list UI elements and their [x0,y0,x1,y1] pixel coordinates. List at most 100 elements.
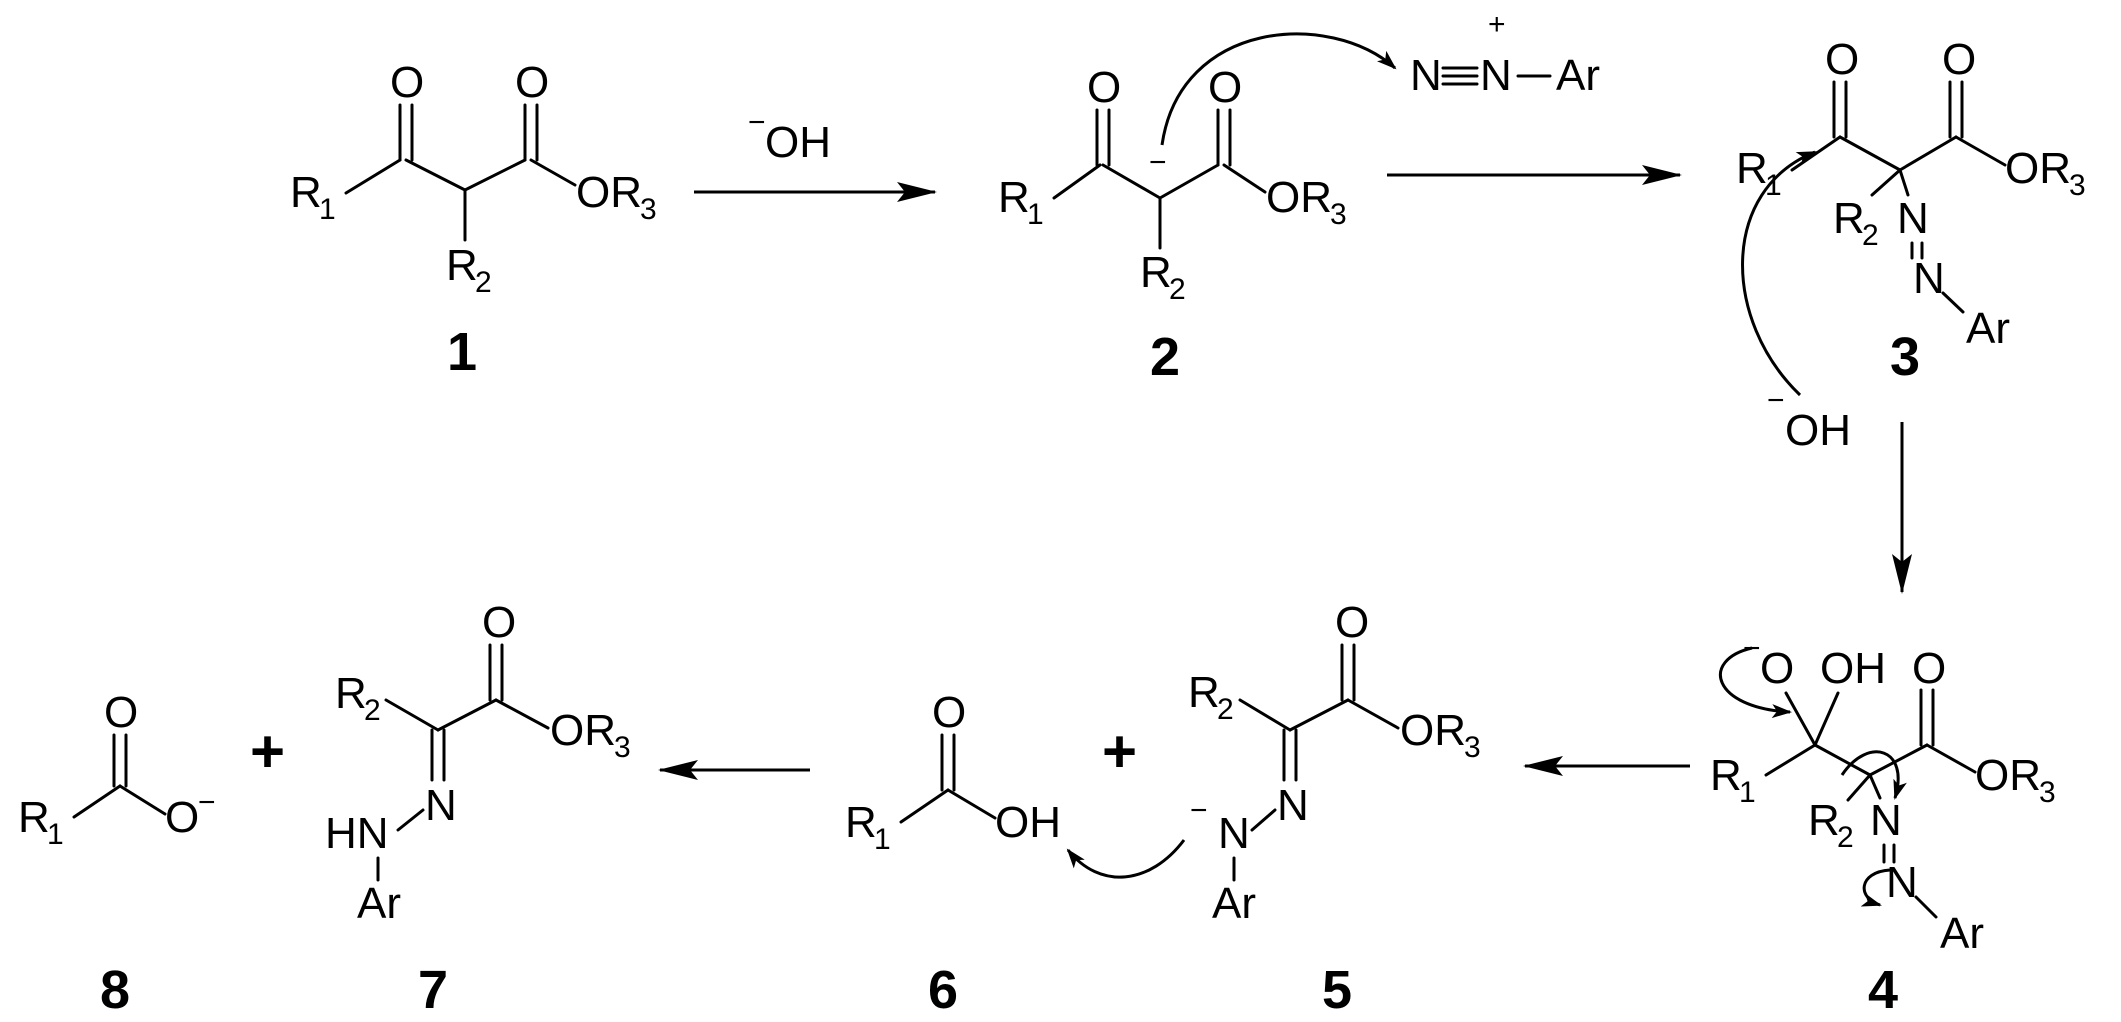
arrow-1-to-2: − OH [694,106,937,202]
bond [1954,135,2007,167]
atom-or3: OR [1975,751,2041,800]
atom-o: O [1912,644,1946,693]
compound-7: R 2 O OR 3 N HN Ar 7 [325,598,631,1020]
atom-n: N [1277,781,1309,830]
compound-number-3: 3 [1890,327,1920,387]
compound-number-2: 2 [1150,327,1180,387]
bond [384,698,440,732]
hydroxide-label: OH [1785,406,1851,455]
atom-r2: R [1808,796,1840,845]
subscript: 2 [364,694,381,727]
plus-sign: + [250,718,285,785]
bond [1914,895,1938,919]
hydroxide-charge: − [1767,384,1785,417]
electron-arrow [1860,868,1891,907]
atom-o: O [1825,35,1859,84]
bond [1346,698,1400,730]
atom-o: O [1087,63,1121,112]
bond [404,158,467,192]
atom-or3: OR [550,706,616,755]
subscript: 2 [1169,273,1186,306]
atom-r1: R [998,173,1030,222]
atom-o: O [390,58,424,107]
atom-r2: R [1833,194,1865,243]
atom-o: O [1208,63,1242,112]
bond [946,788,997,820]
bond [344,158,402,195]
bond [1158,163,1220,200]
bond [1870,168,1902,197]
atom-ar: Ar [1940,909,1984,958]
nitrogen-charge: − [1190,794,1208,827]
atom-ar: Ar [1966,304,2010,353]
diazonium-reagent: N N + Ar [1410,8,1600,100]
bond [494,698,550,730]
atom-r2: R [446,241,478,290]
atom-n: N [1897,194,1929,243]
carbanion-charge: − [1149,146,1167,179]
diazonium-charge: + [1488,8,1506,41]
atom-n: N [1870,796,1902,845]
atom-o: O [482,598,516,647]
carboxylate-charge: − [198,786,216,819]
atom-ar: Ar [1212,879,1256,928]
bond [1222,163,1267,194]
bond [1250,808,1277,832]
atom-o: O [932,688,966,737]
atom-oh: OH [995,798,1061,847]
bond [436,698,498,732]
subscript: 3 [2039,776,2056,809]
compound-number-6: 6 [928,960,958,1020]
atom-r2: R [1188,668,1220,717]
atom-n: N [1480,51,1512,100]
atom-or3: OR [1266,173,1332,222]
bond [1813,743,1872,777]
atom-r1: R [1736,144,1768,193]
bond [1813,691,1840,747]
atom-n: N [425,781,457,830]
atom-o: O [1942,35,1976,84]
electron-arrow [1719,646,1792,719]
bond [529,158,577,187]
atom-or3: OR [576,168,642,217]
atom-o: O [1760,644,1794,693]
bond [1941,291,1965,314]
compound-number-5: 5 [1322,960,1352,1020]
bond [1868,743,1929,777]
electron-arrow [1840,750,1907,800]
bond [396,808,425,832]
bond [1925,743,1977,774]
subscript: 1 [1027,198,1044,231]
electron-arrow [1066,839,1186,879]
subscript: 3 [614,731,631,764]
subscript: 3 [1464,731,1481,764]
electron-arrow [1741,150,1817,397]
atom-o: O [165,793,199,842]
atom-o: O [515,58,549,107]
subscript: 1 [47,818,64,851]
subscript: 3 [2069,169,2086,202]
bond [1764,743,1817,777]
bond [1838,135,1902,172]
bond [1288,698,1350,732]
bond [72,784,122,819]
atom-oh: OH [1820,644,1886,693]
bond [1898,168,1910,197]
atom-n: N [1886,858,1918,907]
bond [1846,773,1872,802]
compound-6: R 1 O OH 6 [845,688,1061,1020]
atom-ar: Ar [357,879,401,928]
atom-r1: R [290,168,322,217]
atom-r1: R [1710,751,1742,800]
atom-n: N [1218,809,1250,858]
subscript: 3 [1330,198,1347,231]
atom-n: N [1410,51,1442,100]
atom-r1: R [845,798,877,847]
atom-o: O [104,688,138,737]
compound-number-4: 4 [1868,960,1898,1020]
atom-n: N [1913,254,1945,303]
atom-ar: Ar [1556,51,1600,100]
bond [1101,163,1162,200]
bond [1784,691,1817,747]
